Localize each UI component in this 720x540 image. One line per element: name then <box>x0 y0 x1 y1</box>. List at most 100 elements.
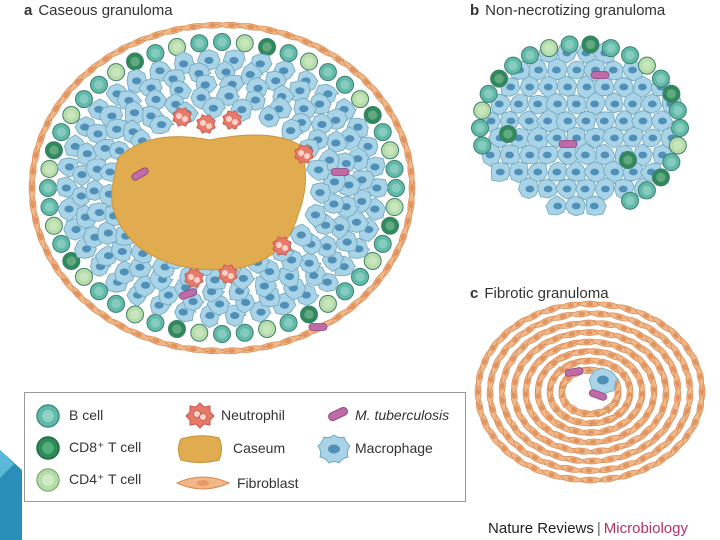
legend-cd8-t-cell: CD8⁺ T cell <box>69 439 141 456</box>
lymphocyte-cell <box>127 306 144 323</box>
lymphocyte-cell <box>672 120 689 137</box>
lymphocyte-cell <box>75 268 92 285</box>
macrophage-cell <box>556 179 577 199</box>
lymphocyte-cell <box>236 35 253 52</box>
lymphocyte-cell <box>214 34 231 51</box>
lymphocyte-cell <box>474 102 491 119</box>
lymphocyte-cell <box>352 268 369 285</box>
lymphocyte-cell <box>45 142 62 159</box>
lymphocyte-cell <box>352 91 369 108</box>
macrophage-cell <box>202 97 225 118</box>
macrophage-cell <box>306 160 330 180</box>
legend-macrophage: Macrophage <box>355 440 433 456</box>
lymphocyte-cell <box>319 295 336 312</box>
panel-b-label: Non-necrotizing granuloma <box>485 2 665 19</box>
lymphocyte-cell <box>214 326 231 343</box>
lymphocyte-cell <box>620 152 637 169</box>
lymphocyte-cell <box>522 47 539 64</box>
lymphocyte-cell <box>472 120 489 137</box>
legend: B cell CD8⁺ T cell CD4⁺ T cell Neutrophi… <box>24 392 466 502</box>
lymphocyte-cell <box>280 45 297 62</box>
lymphocyte-cell <box>364 107 381 124</box>
macrophage-cell <box>491 163 511 182</box>
legend-b-cell: B cell <box>69 407 103 423</box>
caseous-granuloma-illustration <box>28 21 415 354</box>
lymphocyte-cell <box>561 36 578 53</box>
lymphocyte-cell <box>259 321 276 338</box>
lymphocyte-cell <box>147 45 164 62</box>
lymphocyte-cell <box>364 253 381 270</box>
lymphocyte-cell <box>108 64 125 81</box>
lymphocyte-cell <box>41 160 58 177</box>
macrophage-cell <box>310 183 330 204</box>
lymphocyte-cell <box>669 137 686 154</box>
lymphocyte-cell <box>75 91 92 108</box>
lymphocyte-cell <box>280 314 297 331</box>
macrophage-cell <box>567 95 587 113</box>
lymphocyte-cell <box>491 70 508 87</box>
macrophage-cell <box>605 93 623 113</box>
macrophage-cell <box>567 61 586 79</box>
lymphocyte-cell <box>480 85 497 102</box>
mtb-bacterium <box>559 141 577 148</box>
lymphocyte-cell <box>53 124 70 141</box>
lymphocyte-cell <box>90 283 107 300</box>
lymphocyte-cell <box>236 324 253 341</box>
mtb-bacterium <box>591 72 609 79</box>
lymphocyte-cell <box>388 180 405 197</box>
lymphocyte-cell <box>505 57 522 74</box>
lymphocyte-cell <box>382 142 399 159</box>
lymphocyte-cell <box>147 314 164 331</box>
macrophage-cell <box>538 146 559 164</box>
lymphocyte-cell <box>663 85 680 102</box>
lymphocyte-cell <box>622 47 639 64</box>
lymphocyte-cell <box>622 192 639 209</box>
lymphocyte-cell <box>301 306 318 323</box>
macrophage-cell <box>500 145 521 165</box>
macrophage-cell <box>548 162 567 181</box>
lymphocyte-cell <box>602 40 619 57</box>
lymphocyte-cell <box>191 324 208 341</box>
lymphocyte-cell <box>386 160 403 177</box>
credit-separator: | <box>597 520 601 537</box>
legend-caseum: Caseum <box>233 440 285 456</box>
lymphocyte-cell <box>108 295 125 312</box>
mtb-bacterium-icon <box>325 405 351 423</box>
panel-b-letter: b <box>470 2 479 19</box>
lymphocyte-cell <box>652 70 669 87</box>
lymphocyte-cell <box>669 102 686 119</box>
lymphocyte-cell <box>45 217 62 234</box>
panel-c-letter: c <box>470 285 478 302</box>
lymphocyte-cell <box>374 124 391 141</box>
fibrotic-granuloma-illustration <box>474 300 705 484</box>
neutrophil-icon <box>185 401 215 429</box>
cd4-t-cell-icon <box>35 467 61 493</box>
lymphocyte-cell <box>63 107 80 124</box>
panel-b-title: b Non-necrotizing granuloma <box>470 2 665 19</box>
lymphocyte-cell <box>127 53 144 70</box>
lymphocyte-cell <box>168 321 185 338</box>
mtb-bacterium <box>331 169 349 176</box>
cd8-t-cell-icon <box>35 435 61 461</box>
credit-journal: Nature Reviews <box>488 520 594 537</box>
legend-mtb: M. tuberculosis <box>355 407 449 423</box>
lymphocyte-cell <box>374 235 391 252</box>
panel-a-label: Caseous granuloma <box>38 2 172 19</box>
lymphocyte-cell <box>500 126 517 143</box>
lymphocyte-cell <box>663 154 680 171</box>
lymphocyte-cell <box>541 40 558 57</box>
lymphocyte-cell <box>652 169 669 186</box>
macrophage-cell <box>546 196 568 215</box>
panel-a-title: a Caseous granuloma <box>24 2 173 19</box>
journal-credit: Nature Reviews|Microbiology <box>488 520 688 537</box>
panel-a-letter: a <box>24 2 32 19</box>
panel-c-label: Fibrotic granuloma <box>484 285 608 302</box>
legend-neutrophil: Neutrophil <box>221 407 285 423</box>
slide-corner-decoration <box>0 450 22 540</box>
macrophage-cell <box>519 178 539 199</box>
lymphocyte-cell <box>337 283 354 300</box>
macrophage-cell <box>642 129 663 147</box>
lymphocyte-cell <box>301 53 318 70</box>
macrophage-cell <box>299 252 321 273</box>
lymphocyte-cell <box>90 76 107 93</box>
